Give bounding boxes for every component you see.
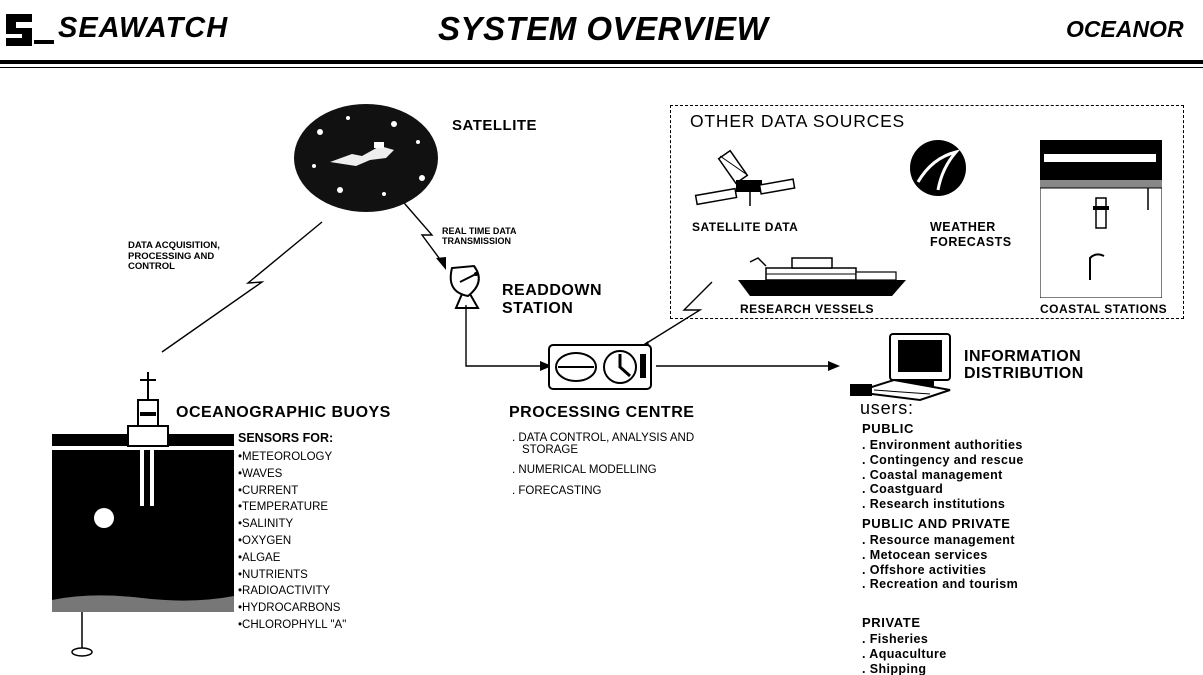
satellite-data-label: SATELLITE DATA xyxy=(692,220,799,234)
list-item: ALGAE xyxy=(238,550,346,567)
list-item: Coastguard xyxy=(862,482,1024,497)
list-item: Offshore activities xyxy=(862,563,1018,578)
list-item: . NUMERICAL MODELLING xyxy=(512,464,657,476)
list-item: WAVES xyxy=(238,466,346,483)
list-item: HYDROCARBONS xyxy=(238,600,346,617)
group-public: PUBLIC xyxy=(862,421,914,436)
satellite-globe xyxy=(290,102,442,214)
logo-text: SEAWATCH xyxy=(58,12,229,44)
list-item: Coastal management xyxy=(862,468,1024,483)
weather-label: WEATHER FORECASTS xyxy=(930,220,1012,249)
list-item: Resource management xyxy=(862,533,1018,548)
sources-link xyxy=(641,281,713,347)
processing-console-icon xyxy=(548,344,652,390)
list-item: CHLOROPHYLL "A" xyxy=(238,617,346,634)
readdown-label: READDOWN STATION xyxy=(502,282,602,317)
transmission-arrow xyxy=(436,257,446,270)
coastal-stations-label: COASTAL STATIONS xyxy=(1040,302,1168,316)
brand-text: OCEANOR xyxy=(1066,16,1184,42)
list-item: METEOROLOGY xyxy=(238,449,346,466)
users-heading: users: xyxy=(860,398,914,418)
satellite-data-icon xyxy=(690,146,810,216)
transmission-link xyxy=(397,195,443,263)
header-divider-thin xyxy=(0,67,1203,68)
list-item: Contingency and rescue xyxy=(862,453,1024,468)
list-item: OXYGEN xyxy=(238,533,346,550)
acquisition-label: DATA ACQUISITION, PROCESSING AND CONTROL xyxy=(128,240,220,272)
satellite-label: SATELLITE xyxy=(452,117,538,134)
list-item: TEMPERATURE xyxy=(238,499,346,516)
private-users-list: Fisheries Aquaculture Shipping xyxy=(862,632,947,675)
group-private: PRIVATE xyxy=(862,615,921,630)
research-vessels-label: RESEARCH VESSELS xyxy=(740,302,875,316)
research-vessel-icon xyxy=(736,252,912,298)
list-item: Aquaculture xyxy=(862,647,947,662)
list-item: Metocean services xyxy=(862,548,1018,563)
weather-icon xyxy=(908,138,968,198)
header-divider xyxy=(0,60,1203,64)
readdown-link xyxy=(465,305,545,367)
public-private-users-list: Resource management Metocean services Of… xyxy=(862,533,1018,592)
list-item: Recreation and tourism xyxy=(862,577,1018,592)
readdown-arrow xyxy=(540,361,552,371)
other-sources-title: OTHER DATA SOURCES xyxy=(690,111,906,131)
distribution-title: INFORMATION DISTRIBUTION xyxy=(964,348,1084,382)
list-item: Research institutions xyxy=(862,497,1024,512)
buoy-illustration xyxy=(52,372,234,660)
list-item: SALINITY xyxy=(238,516,346,533)
processing-title: PROCESSING CENTRE xyxy=(509,404,695,421)
distribution-arrow xyxy=(828,361,840,371)
public-users-list: Environment authorities Contingency and … xyxy=(862,438,1024,512)
transmission-label: REAL TIME DATA TRANSMISSION xyxy=(442,226,517,246)
processing-tasks: . DATA CONTROL, ANALYSIS AND STORAGE . N… xyxy=(512,432,752,497)
list-item: NUTRIENTS xyxy=(238,567,346,584)
list-item: . FORECASTING xyxy=(512,485,602,497)
buoys-title: OCEANOGRAPHIC BUOYS xyxy=(176,404,391,421)
seawatch-logo-icon xyxy=(4,10,56,50)
page-title: SYSTEM OVERVIEW xyxy=(438,10,769,47)
coastal-station-icon xyxy=(1040,140,1162,298)
list-item: RADIOACTIVITY xyxy=(238,583,346,600)
satellite-dish-icon xyxy=(444,262,496,310)
acquisition-link xyxy=(161,221,323,353)
other-sources-box xyxy=(670,105,1184,319)
list-item: . DATA CONTROL, ANALYSIS AND STORAGE xyxy=(512,432,695,456)
sensor-list: METEOROLOGY WAVES CURRENT TEMPERATURE SA… xyxy=(238,449,346,634)
list-item: Shipping xyxy=(862,662,947,675)
group-public-private: PUBLIC AND PRIVATE xyxy=(862,516,1011,531)
sensors-heading: SENSORS FOR: xyxy=(238,431,334,445)
computer-terminal-icon xyxy=(850,332,966,402)
list-item: Environment authorities xyxy=(862,438,1024,453)
list-item: Fisheries xyxy=(862,632,947,647)
list-item: CURRENT xyxy=(238,483,346,500)
